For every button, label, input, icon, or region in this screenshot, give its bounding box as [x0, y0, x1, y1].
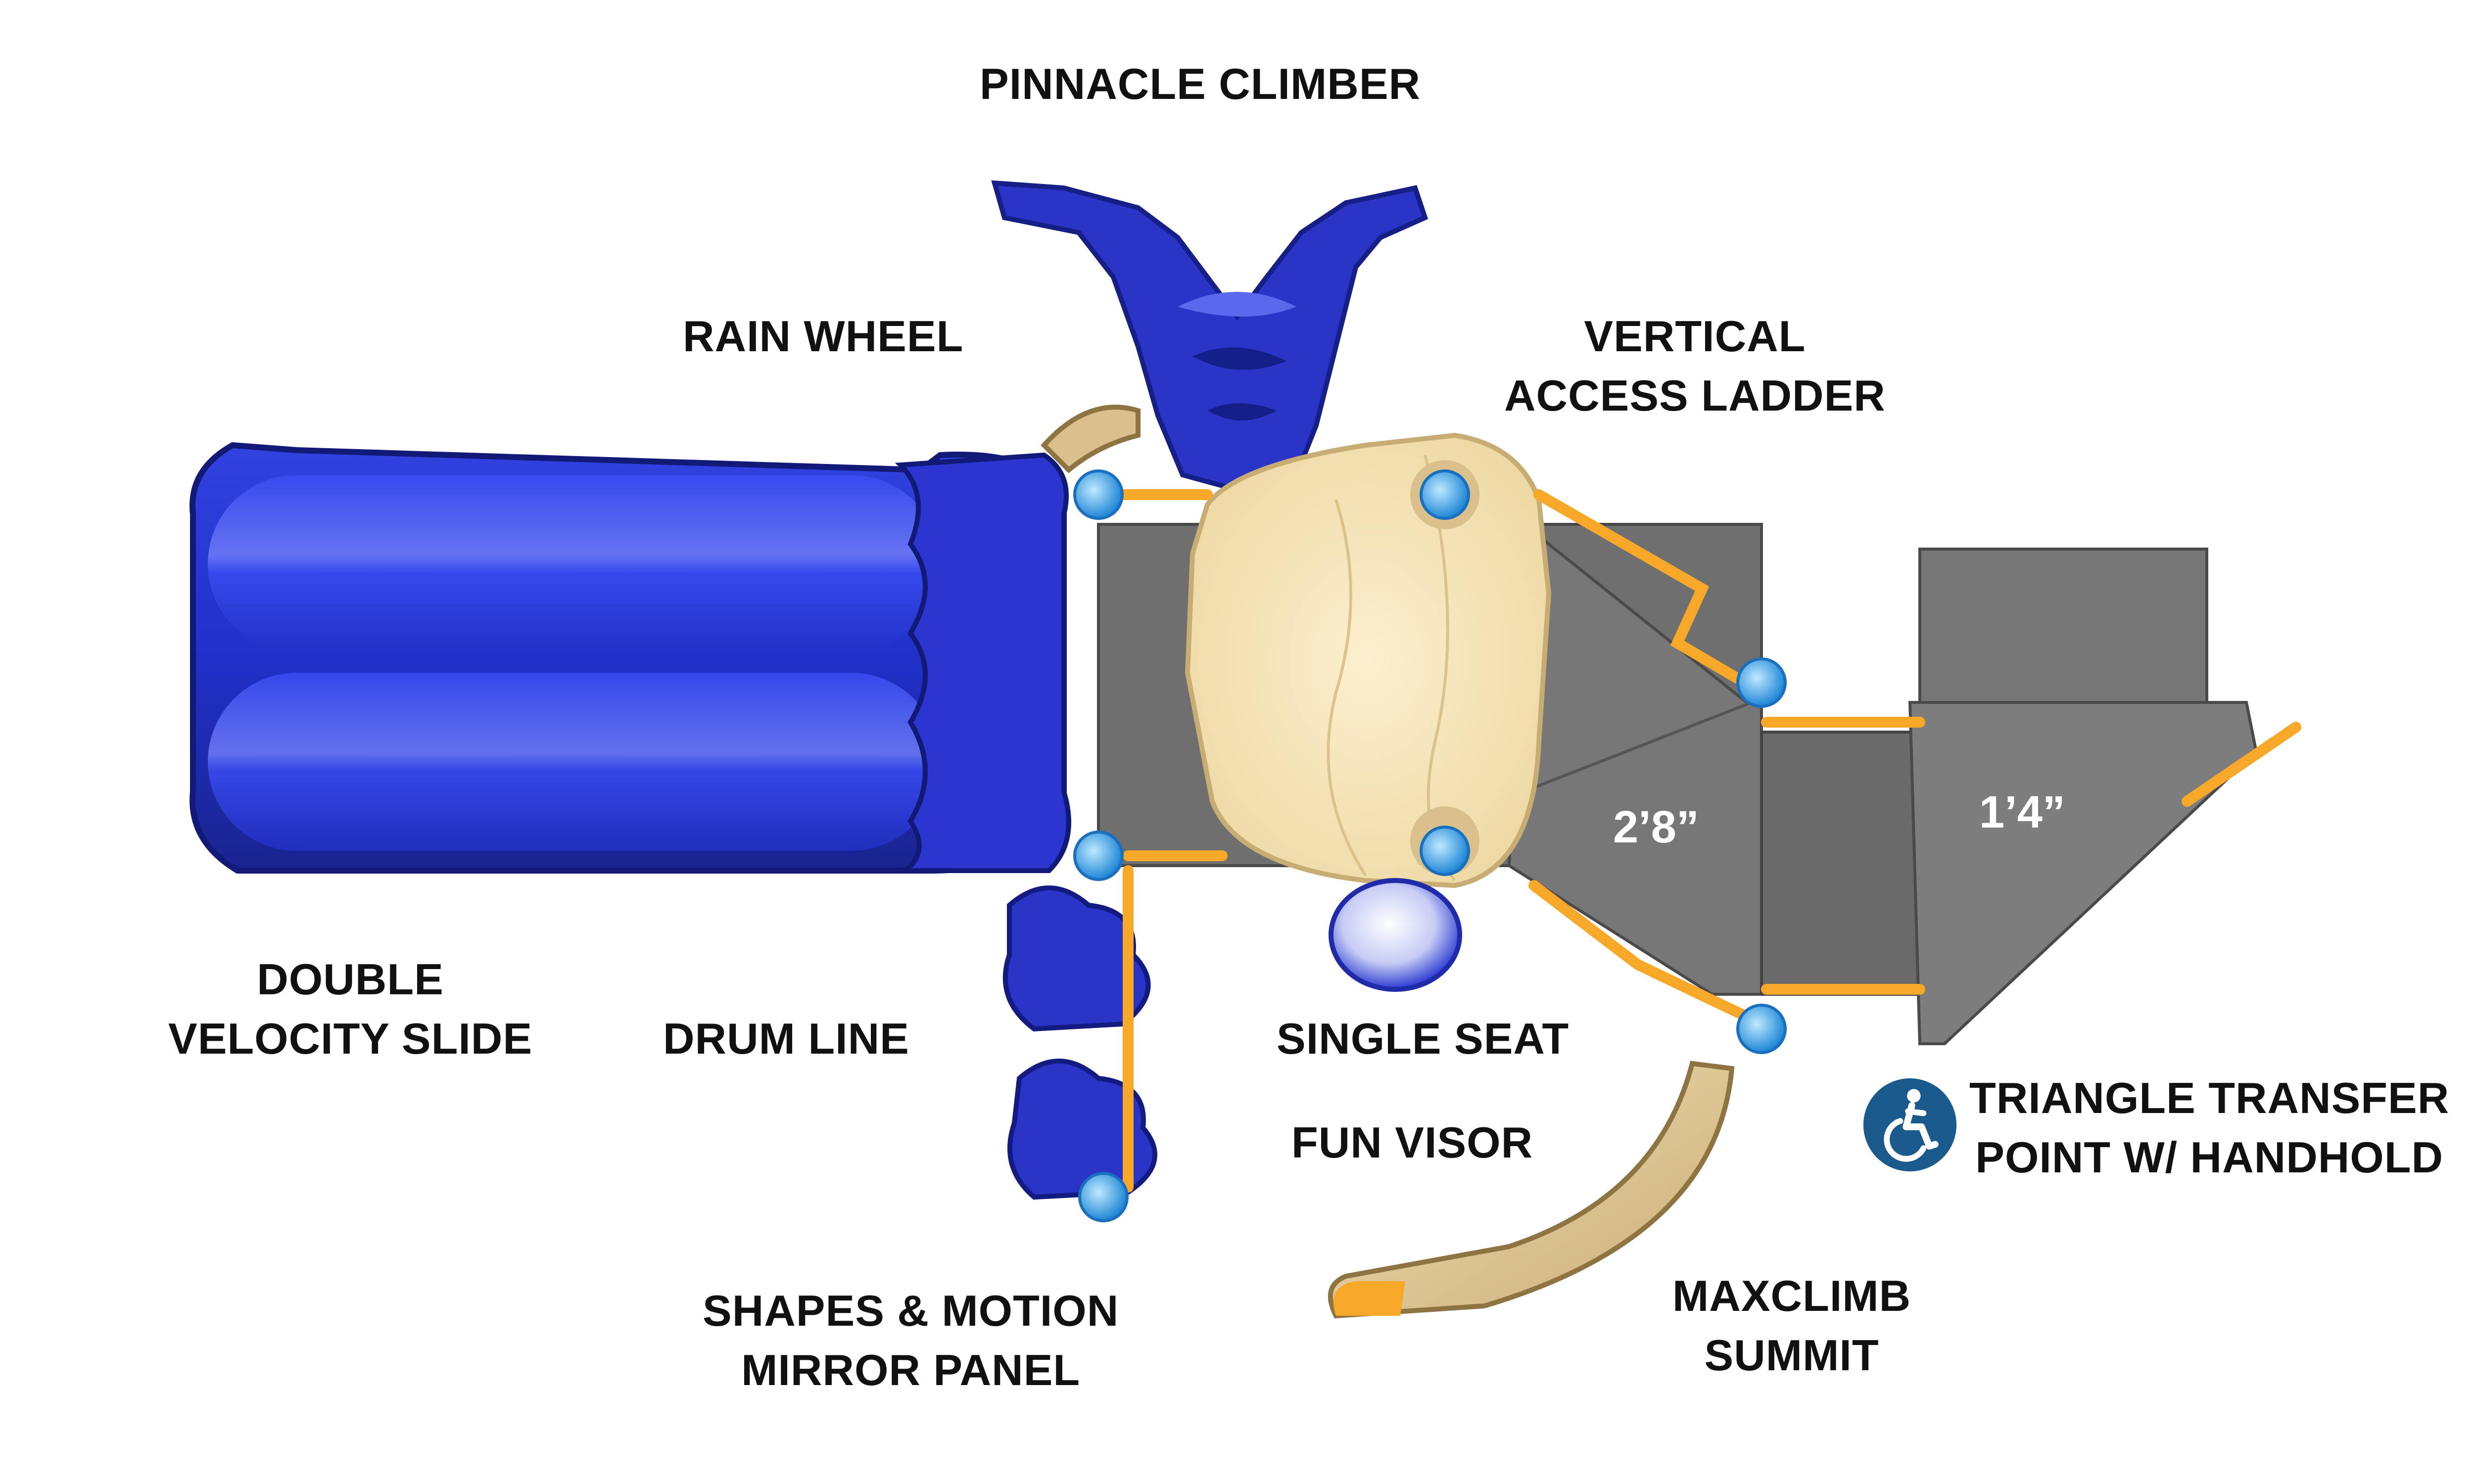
rain-wheel-label: RAIN WHEEL — [683, 312, 964, 361]
deck-height-main-label: 2’8” — [1613, 802, 1699, 852]
single-seat-shape — [1329, 878, 1462, 992]
fun-visor-label: FUN VISOR — [1291, 1118, 1533, 1167]
transfer-platform-shape — [1760, 548, 2258, 1045]
maxclimb-summit-label: MAXCLIMB SUMMIT — [1672, 1271, 1911, 1380]
double-velocity-slide-label: DOUBLE VELOCITY SLIDE — [168, 955, 533, 1063]
deck-height-transfer-label: 1’4” — [1979, 787, 2065, 837]
pinnacle-climber-label: PINNACLE CLIMBER — [980, 59, 1421, 108]
double-velocity-slide-shape — [190, 442, 1071, 874]
vertical-access-ladder-label: VERTICAL ACCESS LADDER — [1504, 312, 1886, 420]
shapes-motion-mirror-panel-label: SHAPES & MOTION MIRROR PANEL — [703, 1286, 1119, 1394]
post-caps — [1073, 469, 1787, 1222]
rain-wheel-shape — [1041, 405, 1141, 473]
single-seat-label: SINGLE SEAT — [1277, 1014, 1570, 1063]
pinnacle-climber-shape — [991, 180, 1428, 493]
drum-line-label: DRUM LINE — [663, 1014, 909, 1063]
drum-line-shape — [1002, 885, 1157, 1200]
wheelchair-accessibility-icon — [1863, 1078, 1957, 1172]
maxclimb-summit-shape — [1328, 1061, 1735, 1319]
handrails — [1083, 489, 2301, 1193]
triangle-transfer-point-label: TRIANGLE TRANSFER POINT W/ HANDHOLD — [1969, 1073, 2450, 1182]
fun-visor-roof-shape — [1185, 432, 1552, 888]
